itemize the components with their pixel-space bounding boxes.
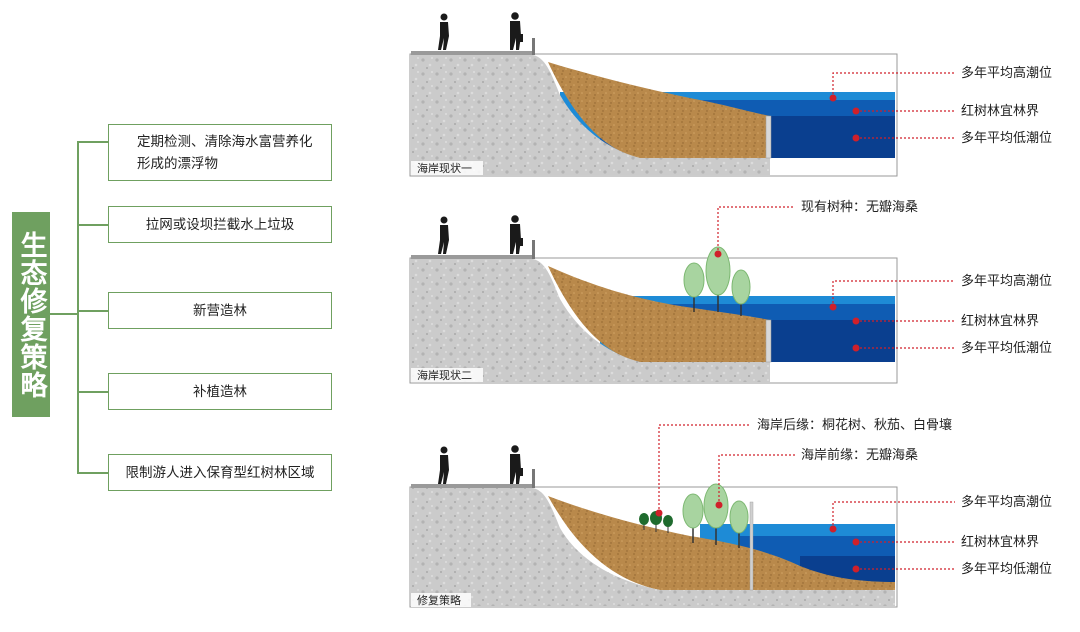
panel-3-person-2 [510,445,523,484]
panel-3-promenade [411,484,535,488]
strategy-label-1: 定期检测、清除海水富营养化形成的漂浮物 [137,133,313,172]
panel-2-label-mid: 红树林宜林界 [961,313,1039,329]
panel-2-railing [532,240,535,259]
panel-1-leader-high [832,72,955,98]
panel-1-concrete [411,55,770,175]
panel-1-person-1 [438,13,449,50]
panel-2-marker-high [829,303,837,311]
panel-2-marker-species [714,250,722,258]
panel-2-concrete [411,259,770,382]
panel-3-person-1 [438,446,449,484]
strategy-label-5: 限制游人进入保育型红树林区域 [125,464,315,481]
strategy-box-3: 新营造林 [108,292,332,329]
panel-3-marker-low [852,565,860,573]
tree-connector-2 [77,224,108,226]
panel-3-soil [548,496,895,590]
panel-1-marker-mid [852,107,860,115]
panel-2-mangrove-trees [683,246,751,316]
panel-3-leader-front-edge [718,454,795,505]
panel-3-marker-high [829,525,837,533]
panel-3-label-mid: 红树林宜林界 [961,534,1039,550]
tree-connector-trunk [50,313,78,315]
tree-connector-4 [77,391,108,393]
title-box: 生态修复策略 [12,212,50,417]
panel-2-marker-low [852,344,860,352]
panel-3-caption: 修复策略 [417,593,461,607]
panel-1-caption-bg [411,161,483,175]
panel-1-promenade [411,51,535,55]
panel-1-marker-high [829,94,837,102]
panel-2-soil [548,266,770,362]
panel-1-water-low [770,116,895,158]
panel-3-back-edge-shrubs [639,511,673,533]
panel-2-person-2 [510,215,523,254]
panel-1-person-2 [510,12,523,50]
panel-2-seawall [765,319,772,363]
panel-3-leader-high [832,501,955,529]
panel-3-label-front-edge: 海岸前缘：无瓣海桑 [801,447,918,463]
panel-1-label-low: 多年平均低潮位 [961,130,1052,146]
panel-1-caption: 海岸现状一 [417,161,472,175]
panel-3-railing [532,469,535,488]
strategy-box-1: 定期检测、清除海水富营养化形成的漂浮物 [108,124,332,181]
panel-3-concrete [411,488,895,606]
strategy-box-4: 补植造林 [108,373,332,410]
strategy-box-5: 限制游人进入保育型红树林区域 [108,454,332,491]
tree-connector-5 [77,472,108,474]
panel-2-water-low [770,320,895,362]
strategy-label-4: 补植造林 [193,383,247,400]
panel-3-caption-bg [411,593,471,607]
panel-3-label-high: 多年平均高潮位 [961,494,1052,510]
panel-1: 海岸现状一 多年平均高潮位 红树林宜林界 多年平均低潮位 [409,12,1052,177]
panel-2-label-species: 现有树种：无瓣海桑 [801,200,918,215]
strategy-label-3: 新营造林 [193,302,247,319]
panel-2-caption-bg [411,368,483,382]
panel-3-label-low: 多年平均低潮位 [961,561,1052,577]
panel-3-leader-back-edge [658,424,751,513]
strategy-box-2: 拉网或设坝拦截水上垃圾 [108,206,332,243]
panel-1-label-mid: 红树林宜林界 [961,103,1039,119]
panel-1-marker-low [852,134,860,142]
panel-2-leader-high [832,280,955,307]
panel-3-label-back-edge: 海岸后缘：桐花树、秋茄、白骨壤 [757,417,952,433]
panel-3: 修复策略 海岸后缘：桐花树、秋茄、白骨壤 海岸前缘：无瓣海桑 多年平均高潮位 红… [409,417,1052,608]
panel-2-leader-species [717,206,795,254]
panel-2: 海岸现状二 现有树种：无瓣海桑 多年平均高潮位 红树林宜林界 多年平均低潮位 [409,200,1052,384]
panel-3-marker-back-edge [655,509,663,517]
diagram-title: 生态修复策略 [15,230,47,399]
panel-3-post [749,501,754,591]
panel-2-label-high: 多年平均高潮位 [961,273,1052,289]
panel-3-marker-front-edge [715,501,723,509]
strategy-label-2: 拉网或设坝拦截水上垃圾 [145,216,295,233]
panel-1-railing [532,38,535,55]
panel-2-marker-mid [852,317,860,325]
tree-connector-3 [77,310,108,312]
panel-1-soil [548,62,770,158]
panel-2-promenade [411,255,535,259]
tree-connector-1 [77,141,108,143]
panel-3-marker-mid [852,538,860,546]
panel-1-seawall [765,115,772,159]
panel-2-caption: 海岸现状二 [417,368,472,382]
panel-1-label-high: 多年平均高潮位 [961,65,1052,81]
panel-2-label-low: 多年平均低潮位 [961,340,1052,356]
tree-connector-vertical [77,141,79,473]
panel-2-person-1 [438,216,449,254]
